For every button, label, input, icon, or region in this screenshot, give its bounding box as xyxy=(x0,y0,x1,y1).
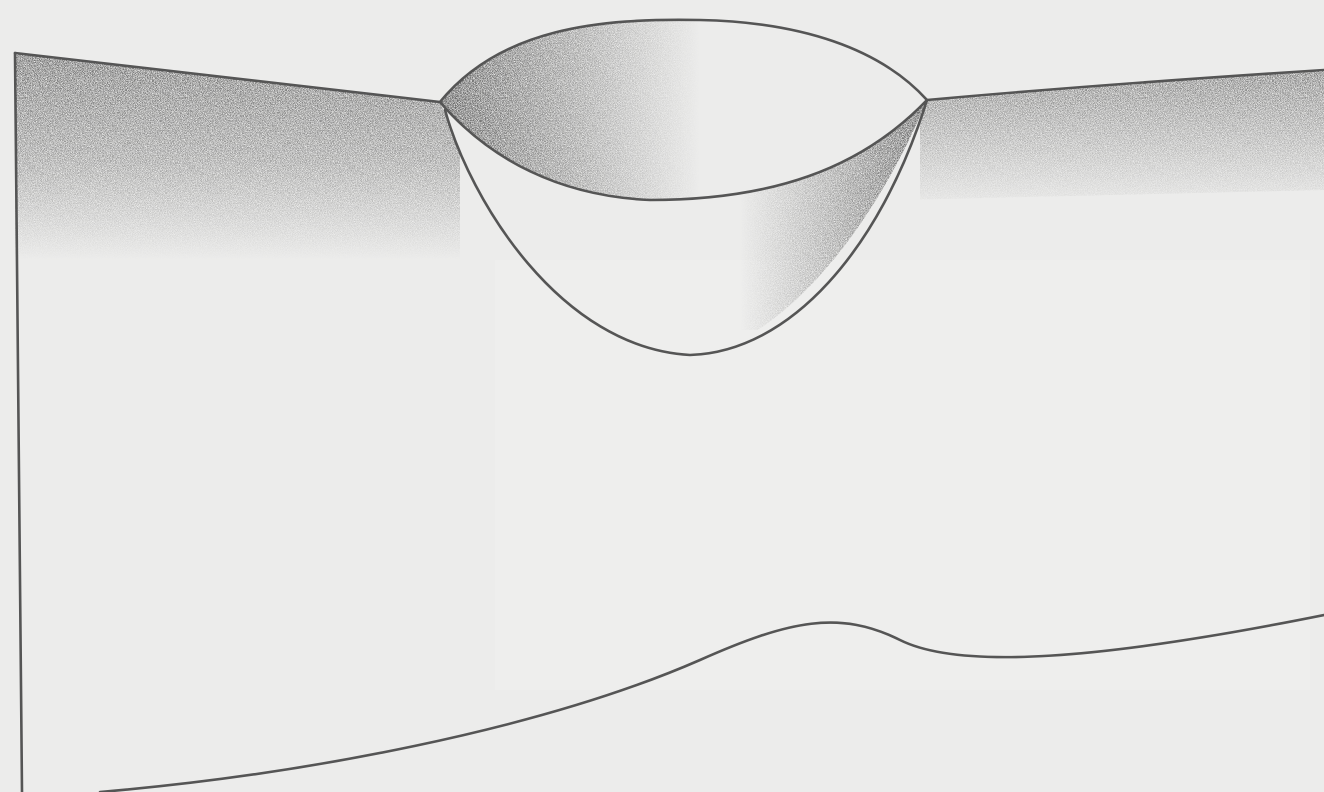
paper-lighter-panel xyxy=(495,260,1310,690)
